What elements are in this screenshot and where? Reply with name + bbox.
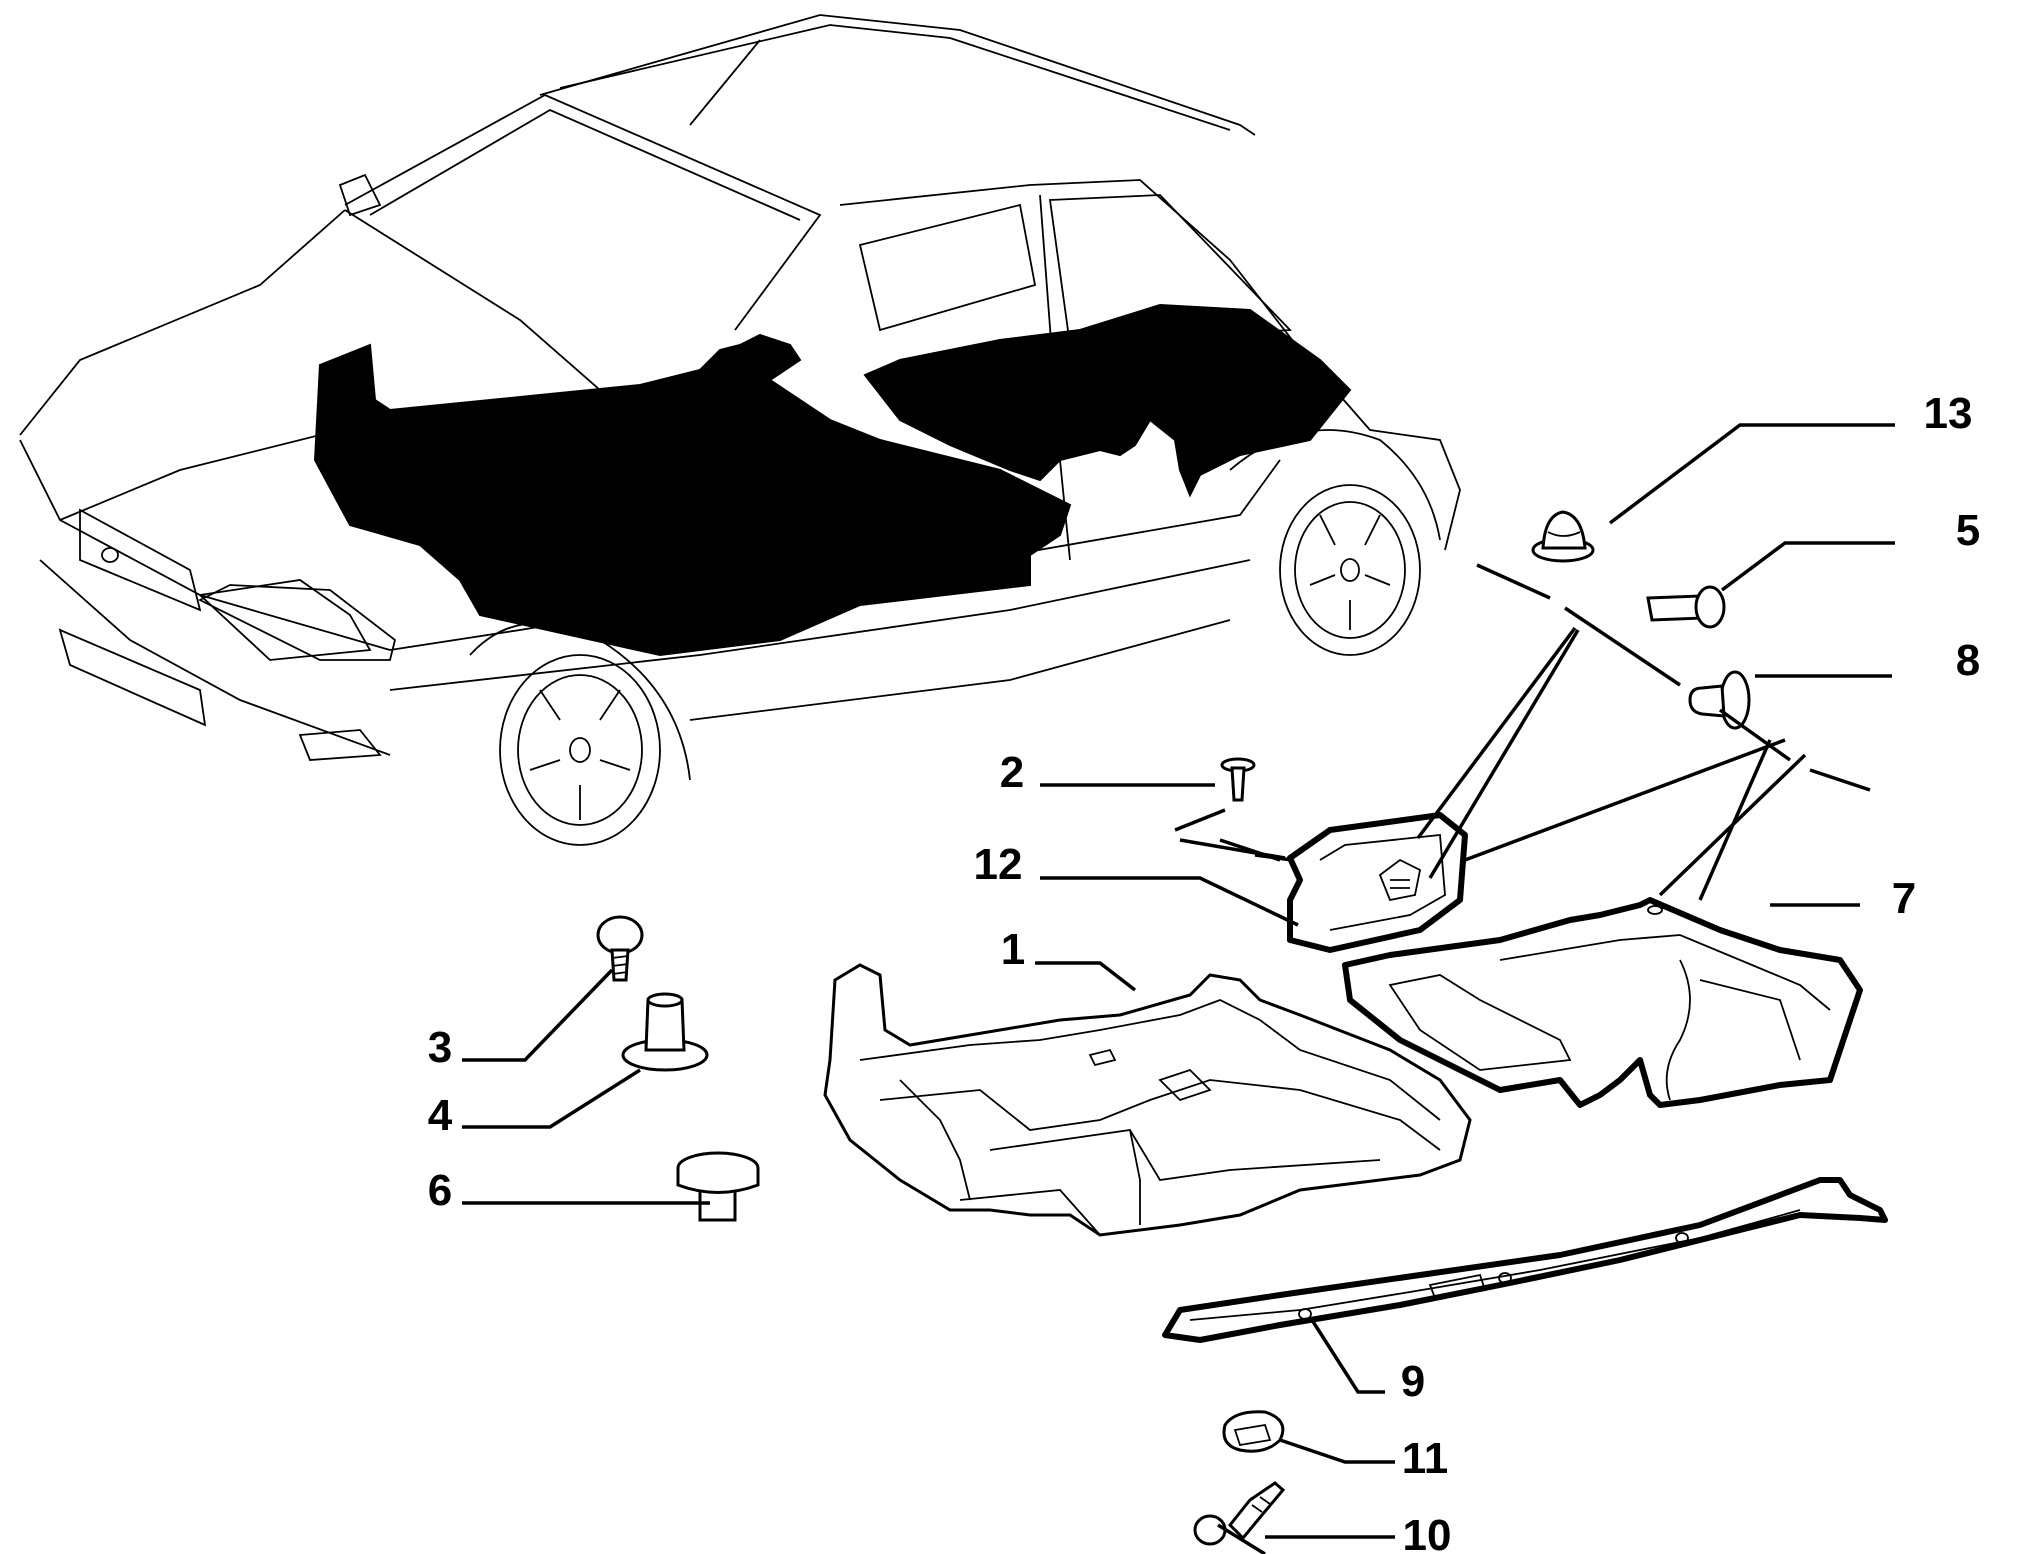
part-5-pin xyxy=(1646,585,1726,629)
part-7-rear-floor-carpet xyxy=(1342,897,1863,1108)
callout-1: 1 xyxy=(1001,925,1025,974)
callout-5: 5 xyxy=(1956,506,1980,555)
callout-3: 3 xyxy=(428,1023,452,1072)
callout-8: 8 xyxy=(1956,636,1980,685)
part-8-clip xyxy=(1688,670,1751,730)
front-carpet-silhouette xyxy=(313,333,1072,657)
callout-9: 9 xyxy=(1401,1357,1425,1406)
part-13-cap xyxy=(1531,510,1595,563)
rear-carpet-silhouette xyxy=(863,303,1352,498)
callout-labels: 13 5 8 2 12 1 7 3 4 6 9 11 10 xyxy=(428,389,1980,1554)
callout-11: 11 xyxy=(1402,1434,1449,1483)
part-12-side-panel xyxy=(1287,812,1468,953)
callout-7: 7 xyxy=(1892,874,1916,923)
leader-lines xyxy=(462,423,1895,1554)
part-6-grommet xyxy=(676,1151,760,1222)
callout-12: 12 xyxy=(974,840,1023,889)
callout-10: 10 xyxy=(1403,1511,1452,1554)
part-10-screw xyxy=(1193,1481,1286,1546)
callout-2: 2 xyxy=(1000,748,1024,797)
part-9-sill-strip xyxy=(1162,1177,1888,1343)
callout-6: 6 xyxy=(428,1166,452,1215)
callout-13: 13 xyxy=(1924,389,1973,438)
part-11-clip xyxy=(1222,1410,1285,1453)
part-4-stud xyxy=(621,992,709,1072)
part-2-clip xyxy=(1220,757,1256,802)
part-1-front-floor-carpet xyxy=(823,963,1472,1237)
callout-4: 4 xyxy=(428,1091,453,1140)
part-3-screw xyxy=(596,915,644,982)
assembly-lines xyxy=(1174,563,1871,901)
